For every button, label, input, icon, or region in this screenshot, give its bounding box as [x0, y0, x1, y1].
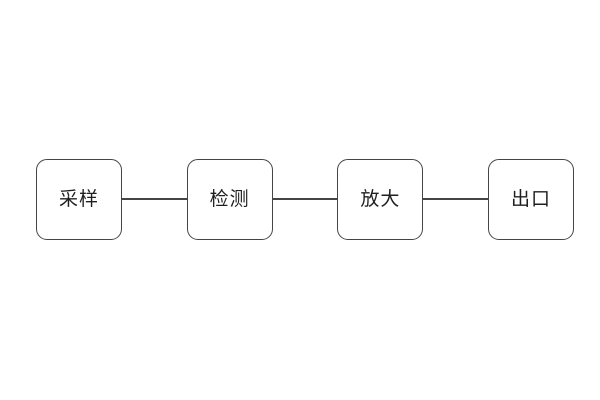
flow-node-outlet-label: 出口 — [511, 188, 552, 210]
flow-node-outlet: 出口 — [488, 158, 575, 240]
connector-detection-amplify — [272, 198, 338, 200]
flow-node-detection: 检测 — [186, 158, 273, 240]
flow-node-sampling: 采样 — [36, 158, 122, 240]
flow-node-detection-label: 检测 — [209, 188, 250, 210]
connector-sampling-detection — [122, 198, 187, 200]
flow-node-amplify-label: 放大 — [360, 188, 401, 210]
flow-node-sampling-label: 采样 — [58, 188, 99, 210]
connector-amplify-outlet — [423, 198, 489, 200]
flow-node-amplify: 放大 — [337, 158, 424, 240]
flowchart: 采样 检测 放大 出口 — [36, 158, 575, 240]
